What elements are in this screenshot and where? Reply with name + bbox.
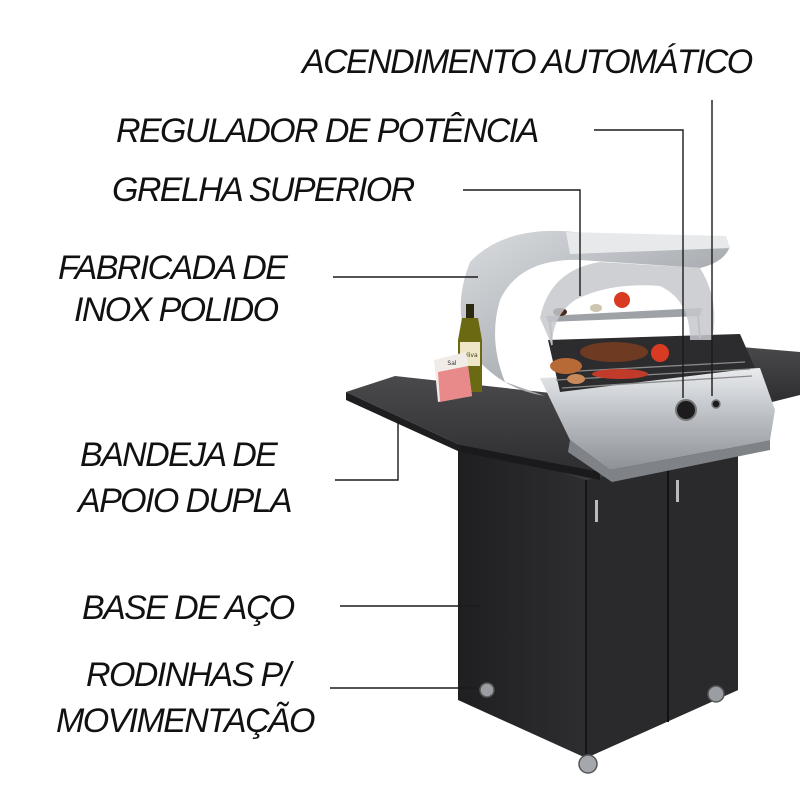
label-upper-grill: GRELHA SUPERIOR — [112, 171, 415, 209]
leader-tray — [335, 420, 399, 481]
door-handle-left — [595, 500, 598, 522]
label-material-line2: INOX POLIDO — [74, 291, 279, 329]
label-tray-line2: APOIO DUPLA — [78, 482, 293, 520]
power-regulator-knob — [675, 399, 697, 421]
steel-base-cabinet — [458, 432, 738, 758]
label-tray-line1: BANDEJA DE — [80, 436, 278, 474]
grill-body — [540, 334, 775, 482]
salt-package: Sal — [434, 352, 472, 402]
bottle-label-text: Oliva — [462, 352, 478, 359]
label-material-line1: FABRICADA DE — [58, 249, 288, 287]
support-trays — [346, 345, 800, 480]
leader-regulator — [594, 129, 684, 398]
leader-lines — [330, 100, 713, 689]
auto-ignition-button — [711, 399, 721, 409]
salt-label-text: Sal — [447, 360, 456, 367]
door-handle-right — [676, 480, 679, 502]
leader-upper-grill — [463, 189, 581, 296]
label-steel-base: BASE DE AÇO — [82, 589, 295, 627]
label-auto-ignition: ACENDIMENTO AUTOMÁTICO — [302, 43, 753, 81]
caster-wheels — [479, 682, 725, 774]
polished-stainless-lid — [460, 230, 730, 396]
label-power-regulator: REGULADOR DE POTÊNCIA — [116, 112, 539, 150]
label-wheels-line2: MOVIMENTAÇÃO — [56, 702, 315, 740]
label-wheels-line1: RODINHAS P/ — [86, 656, 291, 694]
